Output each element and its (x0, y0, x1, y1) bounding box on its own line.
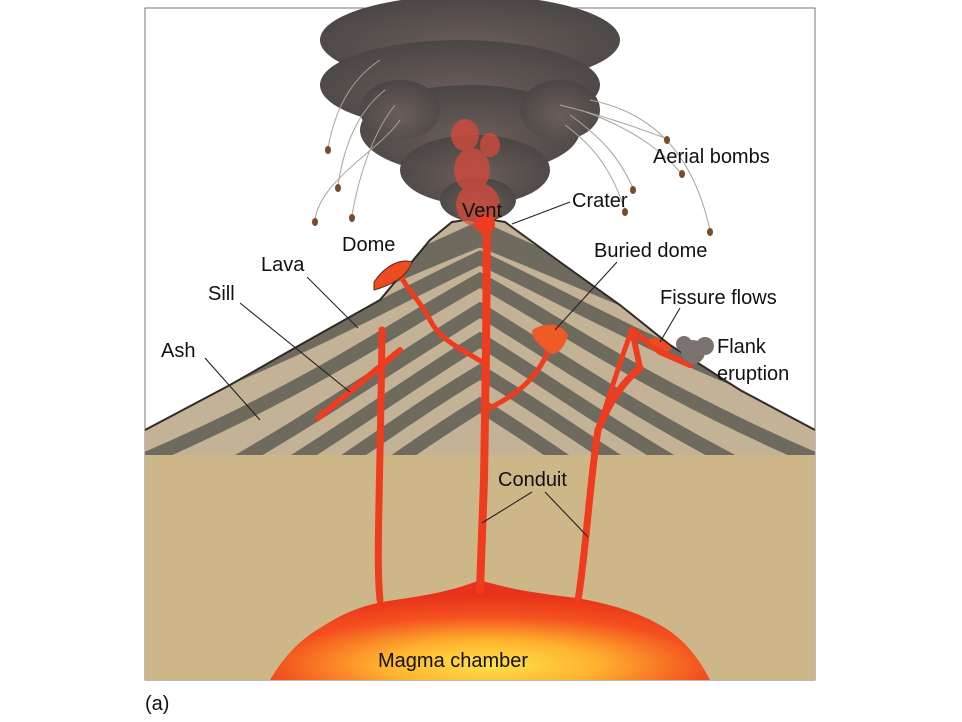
conduits (315, 216, 693, 604)
label-aerial-bombs: Aerial bombs (653, 146, 770, 168)
label-conduit: Conduit (498, 469, 567, 491)
dome-shape (373, 260, 413, 291)
label-ash: Ash (161, 340, 195, 362)
label-lava: Lava (261, 254, 305, 276)
label-vent: Vent (462, 200, 502, 222)
aerial-bomb-trajectories (314, 59, 711, 231)
flank-eruption-cloud (676, 336, 714, 364)
fissure-flow-shape (648, 337, 672, 352)
label-crater: Crater (572, 190, 628, 212)
label-flank: Flank (717, 336, 767, 358)
label-fissure-flows: Fissure flows (660, 287, 777, 309)
label-sill: Sill (208, 283, 235, 305)
buried-dome-shape (532, 324, 568, 354)
label-buried-dome: Buried dome (594, 240, 707, 262)
label-dome: Dome (342, 234, 395, 256)
figure-label: (a) (145, 693, 169, 715)
aerial-bombs (312, 136, 713, 236)
magma-chamber (270, 580, 710, 680)
label-eruption: eruption (717, 363, 789, 385)
label-magma-chamber: Magma chamber (378, 650, 528, 672)
vent-glow (475, 214, 495, 234)
leader-lines (204, 201, 681, 538)
